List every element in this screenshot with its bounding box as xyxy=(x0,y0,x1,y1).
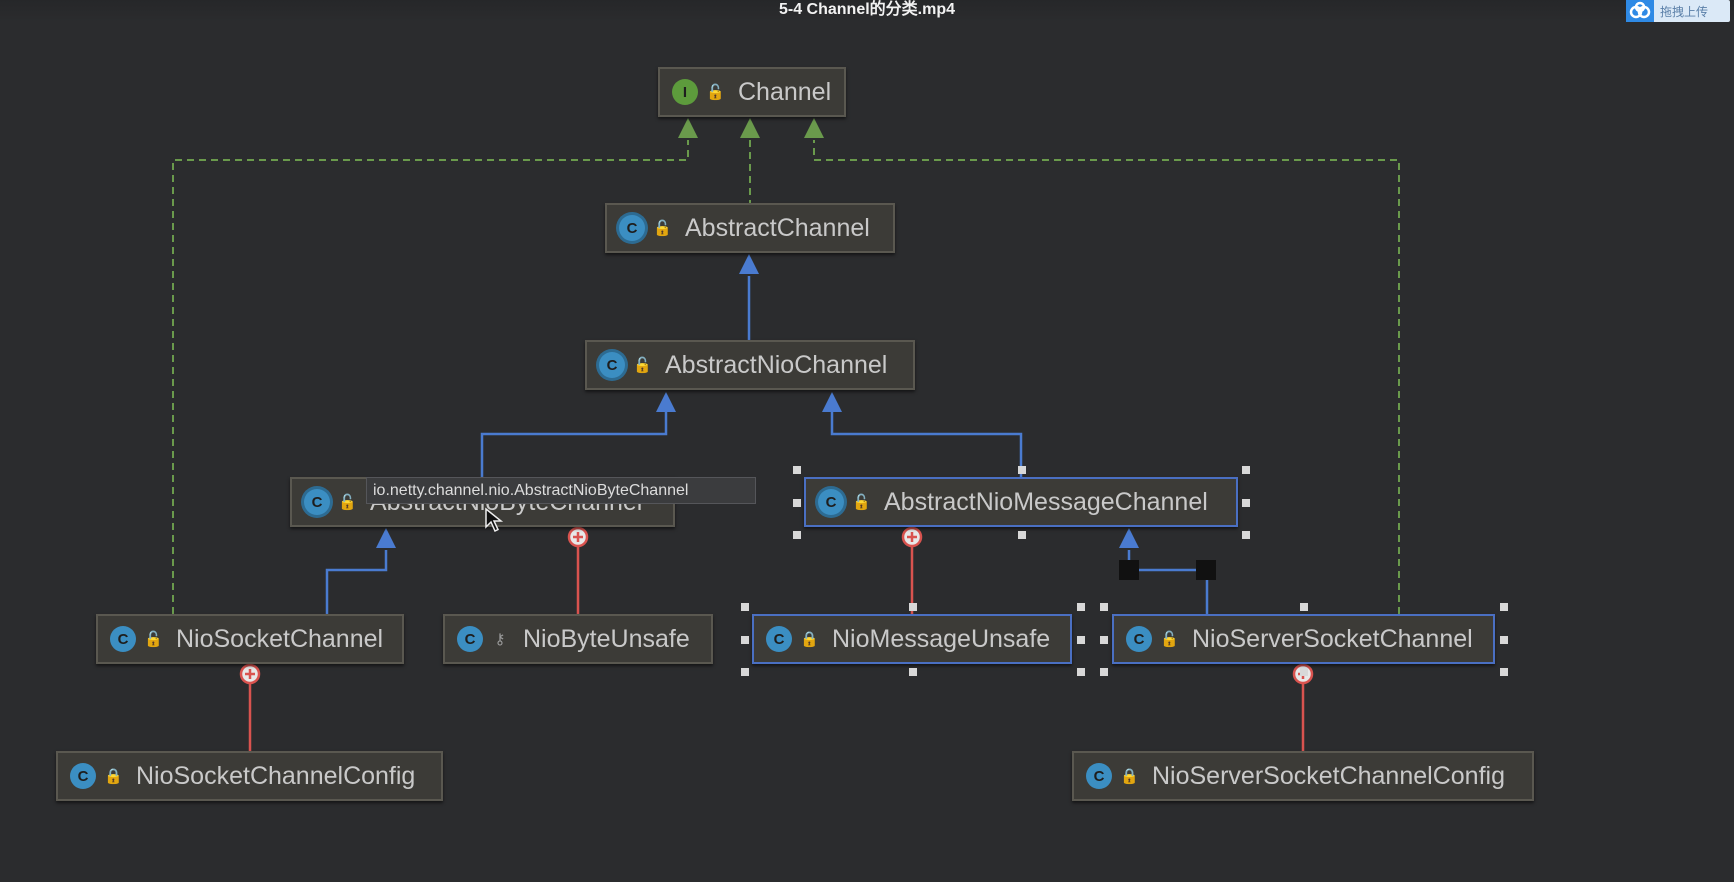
selection-handle[interactable] xyxy=(741,635,749,644)
unlock-icon: 🔓 xyxy=(653,220,672,237)
cloud-upload-icon xyxy=(1626,0,1654,22)
selection-handle[interactable] xyxy=(909,668,917,676)
selection-handle[interactable] xyxy=(1500,603,1508,611)
extends-arrowhead xyxy=(822,392,842,412)
class-node-label: NioServerSocketChannelConfig xyxy=(1152,761,1505,790)
class-node-abstract-channel[interactable]: C 🔓 AbstractChannel xyxy=(605,203,895,253)
unlock-icon: 🔓 xyxy=(1160,631,1179,648)
class-node-abstract-nio-channel[interactable]: C 🔓 AbstractNioChannel xyxy=(585,340,915,390)
class-icon: C xyxy=(457,626,483,652)
selection-handle[interactable] xyxy=(793,498,801,507)
extends-edge xyxy=(325,550,388,614)
selection-handle[interactable] xyxy=(1077,603,1085,611)
extends-arrowhead xyxy=(739,254,759,274)
extends-arrowhead xyxy=(656,392,676,412)
selection-handle[interactable] xyxy=(1119,570,1129,580)
implements-arrowhead xyxy=(740,118,760,138)
selection-handle[interactable] xyxy=(1300,668,1308,676)
class-node-nio-socket-channel-config[interactable]: C 🔒 NioSocketChannelConfig xyxy=(56,751,443,801)
extends-arrowhead xyxy=(1119,528,1139,548)
selection-handle[interactable] xyxy=(1206,560,1216,570)
selection-handle[interactable] xyxy=(793,466,801,474)
video-title-bar: 5-4 Channel的分类.mp4 拖拽上传 xyxy=(0,0,1734,22)
class-icon: C xyxy=(70,763,96,789)
class-node-nio-message-unsafe[interactable]: C 🔒 NioMessageUnsafe xyxy=(752,614,1072,664)
class-node-nio-server-socket-channel-config[interactable]: C 🔒 NioServerSocketChannelConfig xyxy=(1072,751,1534,801)
inner-class-marker-icon xyxy=(239,663,261,685)
abstract-class-icon: C xyxy=(599,352,625,378)
selection-handle[interactable] xyxy=(793,531,801,539)
selection-handle[interactable] xyxy=(909,603,917,611)
class-node-label: NioSocketChannelConfig xyxy=(136,761,416,790)
abstract-class-icon: C xyxy=(818,489,844,515)
selection-handle[interactable] xyxy=(1206,570,1216,580)
selection-handle[interactable] xyxy=(741,668,749,676)
class-node-channel[interactable]: I 🔓 Channel xyxy=(658,67,846,117)
class-node-nio-byte-unsafe[interactable]: C ⚷ NioByteUnsafe xyxy=(443,614,713,664)
upload-button[interactable]: 拖拽上传 xyxy=(1626,0,1730,22)
class-node-label: NioSocketChannel xyxy=(176,624,384,653)
class-node-label: AbstractNioChannel xyxy=(665,350,888,379)
lock-icon: 🔒 xyxy=(800,631,819,648)
implements-edge xyxy=(172,140,689,614)
extends-edge xyxy=(830,412,1023,477)
class-tooltip: io.netty.channel.nio.AbstractNioByteChan… xyxy=(366,477,756,504)
extends-edge xyxy=(480,412,668,477)
class-node-label: NioMessageUnsafe xyxy=(832,624,1051,653)
lock-icon: 🔒 xyxy=(104,768,123,785)
upload-button-label: 拖拽上传 xyxy=(1660,5,1709,19)
selection-handle[interactable] xyxy=(1500,635,1508,644)
inner-class-marker-icon xyxy=(901,526,923,548)
unlock-icon: 🔓 xyxy=(852,494,871,511)
selection-handle[interactable] xyxy=(1300,603,1308,611)
implements-arrowhead xyxy=(804,118,824,138)
selection-handle[interactable] xyxy=(1100,603,1108,611)
abstract-class-icon: C xyxy=(619,215,645,241)
selection-handle[interactable] xyxy=(1017,466,1026,474)
selection-handle[interactable] xyxy=(1500,668,1508,676)
extends-arrowhead xyxy=(376,528,396,548)
class-icon: C xyxy=(1126,626,1152,652)
class-icon: C xyxy=(766,626,792,652)
implements-arrowhead xyxy=(678,118,698,138)
selection-handle[interactable] xyxy=(1100,635,1108,644)
class-node-label: AbstractNioMessageChannel xyxy=(884,487,1208,516)
interface-icon: I xyxy=(672,79,698,105)
class-icon: C xyxy=(1086,763,1112,789)
selection-handle[interactable] xyxy=(1242,531,1250,539)
selection-handle[interactable] xyxy=(1129,560,1139,570)
unlock-icon: 🔓 xyxy=(338,494,357,511)
class-node-label: AbstractChannel xyxy=(685,213,870,242)
key-icon: ⚷ xyxy=(494,631,506,648)
selection-handle[interactable] xyxy=(1196,570,1206,580)
selection-handle[interactable] xyxy=(1077,668,1085,676)
selection-handle[interactable] xyxy=(1119,560,1129,570)
video-title: 5-4 Channel的分类.mp4 xyxy=(778,1,956,18)
class-node-label: NioByteUnsafe xyxy=(523,624,690,653)
abstract-class-icon: C xyxy=(304,489,330,515)
unlock-icon: 🔓 xyxy=(144,631,163,648)
class-node-nio-server-socket-channel[interactable]: C 🔓 NioServerSocketChannel xyxy=(1112,614,1495,664)
class-icon: C xyxy=(110,626,136,652)
lock-icon: 🔒 xyxy=(1120,768,1139,785)
mouse-cursor-icon xyxy=(485,507,504,533)
inner-class-marker-icon xyxy=(567,526,589,548)
unlock-icon: 🔓 xyxy=(706,84,725,101)
unlock-icon: 🔓 xyxy=(633,357,652,374)
selection-handle[interactable] xyxy=(741,603,749,611)
selection-handle[interactable] xyxy=(1242,466,1250,474)
selection-handle[interactable] xyxy=(1100,668,1108,676)
selection-handle[interactable] xyxy=(1242,498,1250,507)
class-node-label: Channel xyxy=(738,77,832,106)
selection-handle[interactable] xyxy=(1129,570,1139,580)
class-node-nio-socket-channel[interactable]: C 🔓 NioSocketChannel xyxy=(96,614,404,664)
class-node-abstract-nio-message-channel[interactable]: C 🔓 AbstractNioMessageChannel xyxy=(804,477,1238,527)
class-node-label: NioServerSocketChannel xyxy=(1192,624,1473,653)
selection-handle[interactable] xyxy=(1196,560,1206,570)
selection-handle[interactable] xyxy=(1077,635,1085,644)
selection-handle[interactable] xyxy=(1017,531,1026,539)
implements-edge xyxy=(813,140,1400,614)
